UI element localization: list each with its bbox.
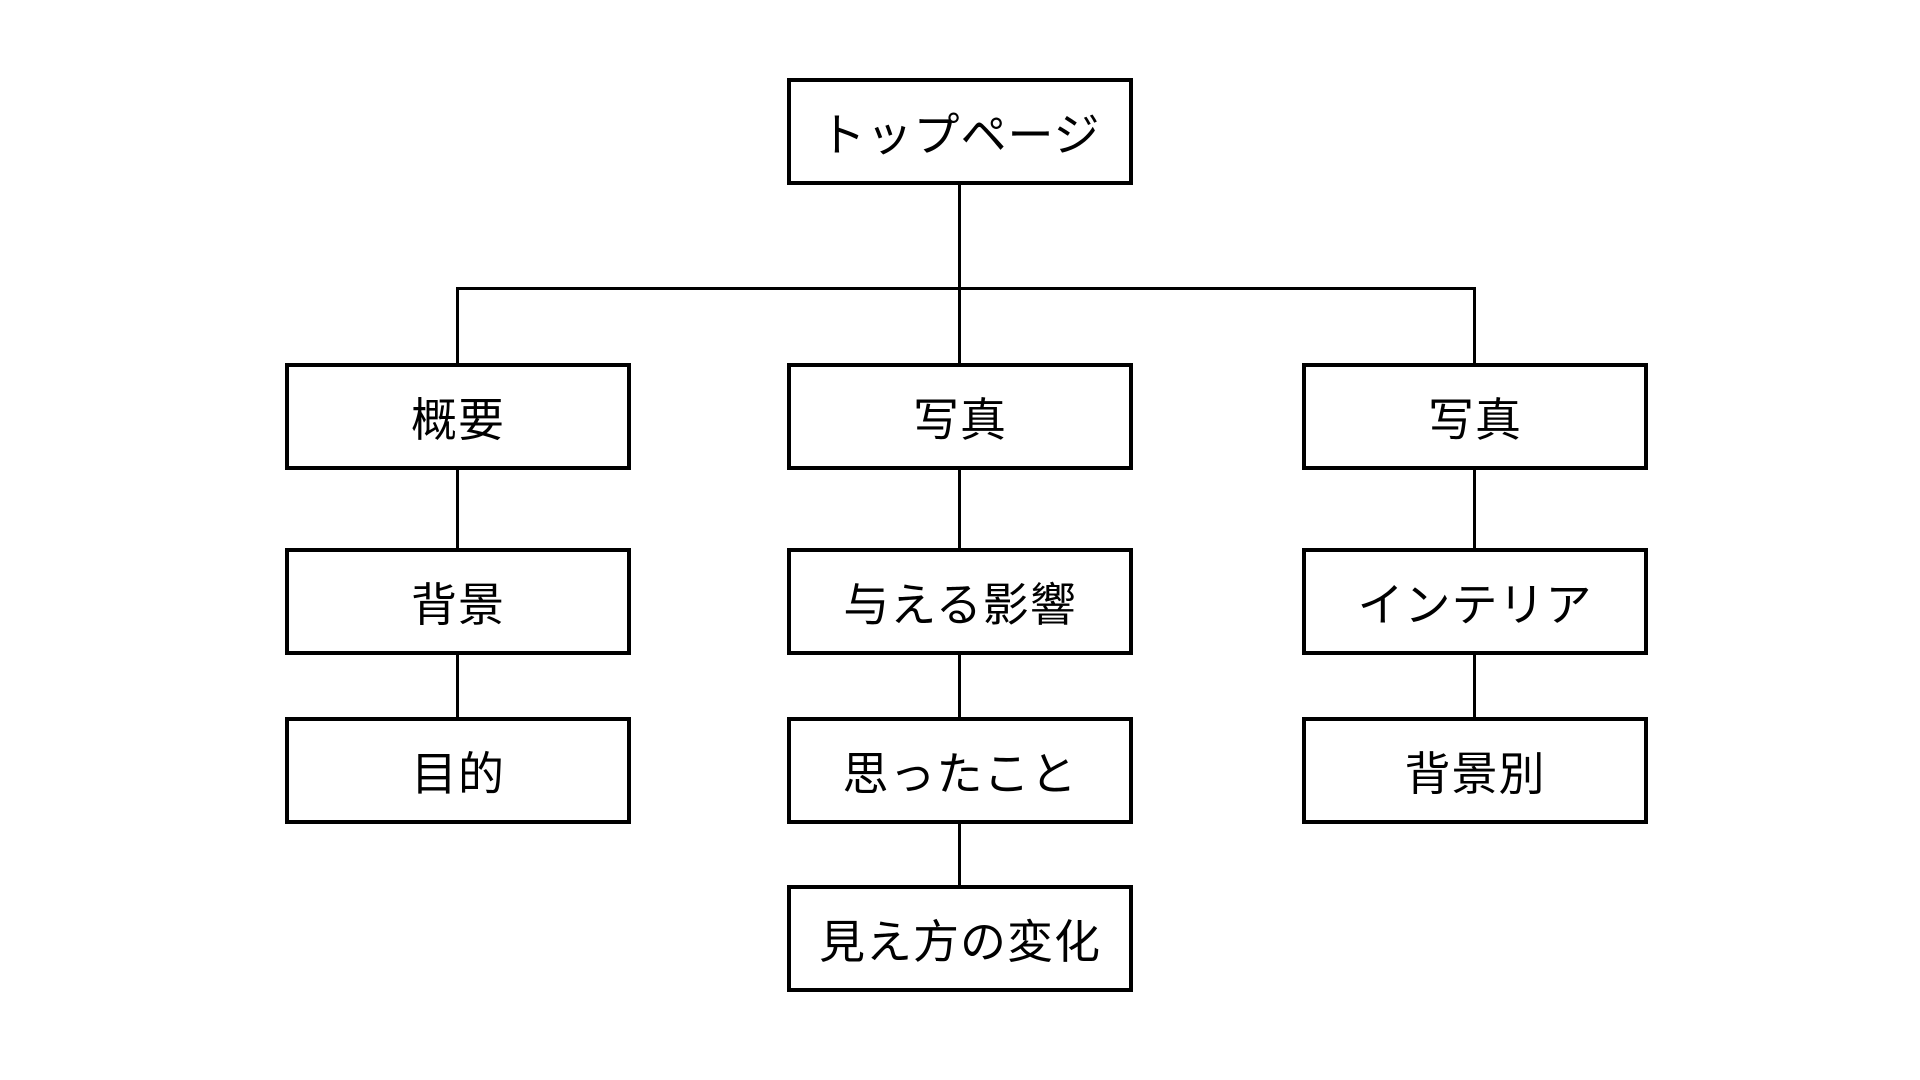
connector-root-vertical <box>958 185 961 365</box>
connector-photo-impact <box>958 468 961 550</box>
connector-background-purpose <box>456 653 459 719</box>
node-appearance-change: 見え方の変化 <box>787 885 1133 992</box>
connector-thoughts-appearance <box>958 822 961 887</box>
connector-branch-to-column1 <box>456 287 459 366</box>
connector-interior-bybackground <box>1473 653 1476 719</box>
node-background: 背景 <box>285 548 631 655</box>
node-impact: 与える影響 <box>787 548 1133 655</box>
connector-branch-horizontal <box>456 287 1476 290</box>
connector-impact-thoughts <box>958 653 961 719</box>
node-thoughts: 思ったこと <box>787 717 1133 824</box>
node-photos-2: 写真 <box>1302 363 1648 470</box>
node-purpose: 目的 <box>285 717 631 824</box>
connector-photo-interior <box>1473 468 1476 550</box>
node-photos-1: 写真 <box>787 363 1133 470</box>
node-by-background: 背景別 <box>1302 717 1648 824</box>
node-top-page: トップページ <box>787 78 1133 185</box>
node-overview: 概要 <box>285 363 631 470</box>
connector-overview-background <box>456 468 459 550</box>
connector-branch-to-column3 <box>1473 287 1476 366</box>
node-interior: インテリア <box>1302 548 1648 655</box>
